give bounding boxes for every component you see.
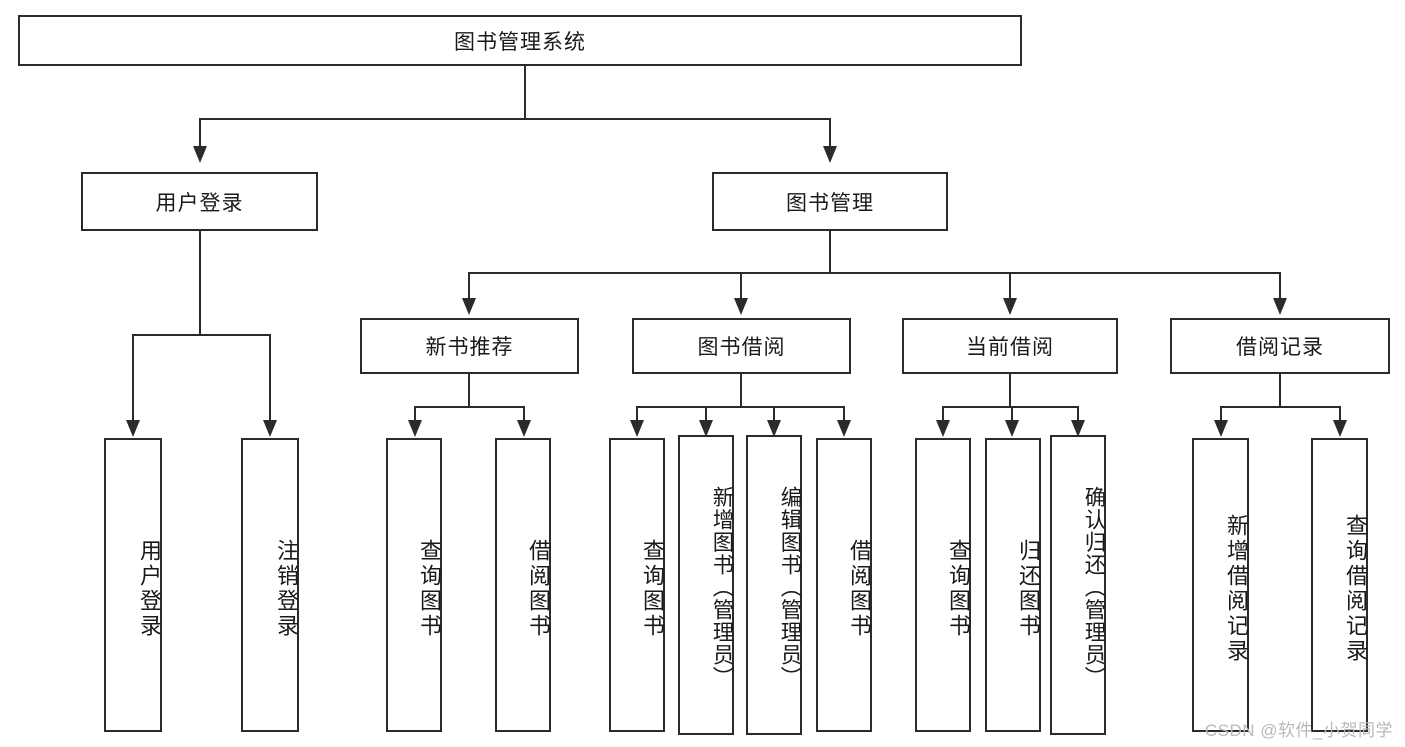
connector-book-borrow-to-leaf-3 (773, 406, 775, 421)
node-label: 编辑图书（管理员） (778, 485, 802, 689)
node-label: 图书管理 (786, 191, 874, 215)
arrow-new-book-to-leaf-2 (517, 420, 531, 437)
leaf-book-borrow-add[interactable]: 新增图书（管理员） (678, 435, 734, 735)
arrow-book-manage-to-record (1273, 298, 1287, 315)
arrow-book-borrow-to-leaf-2 (699, 420, 713, 437)
node-user-login[interactable]: 用户登录 (81, 172, 318, 231)
arrow-current-borrow-to-leaf-3 (1071, 420, 1085, 437)
node-current-borrow[interactable]: 当前借阅 (902, 318, 1118, 374)
arrow-root-to-user-login (193, 146, 207, 163)
connector-root-to-book-manage (829, 118, 831, 148)
node-label: 注销登录 (274, 539, 299, 639)
leaf-current-borrow-confirm[interactable]: 确认归还（管理员） (1050, 435, 1106, 735)
node-label: 查询借阅记录 (1343, 514, 1368, 664)
connector-current-borrow-to-leaf-2 (1011, 406, 1013, 421)
connector-new-book-to-leaf-1 (414, 406, 416, 421)
connector-borrow-record-to-leaf-1 (1220, 406, 1222, 421)
node-label: 归还图书 (1016, 539, 1041, 639)
arrow-borrow-record-to-leaf-2 (1333, 420, 1347, 437)
arrow-user-login-to-leaf-1 (126, 420, 140, 437)
connector-user-login-stem (199, 231, 201, 335)
leaf-new-book-borrow[interactable]: 借阅图书 (495, 438, 551, 732)
arrow-current-borrow-to-leaf-1 (936, 420, 950, 437)
leaf-new-book-query[interactable]: 查询图书 (386, 438, 442, 732)
arrow-borrow-record-to-leaf-1 (1214, 420, 1228, 437)
node-label: 借阅记录 (1236, 336, 1324, 359)
node-new-book-recommend[interactable]: 新书推荐 (360, 318, 579, 374)
arrow-root-to-book-manage (823, 146, 837, 163)
node-label: 新增图书（管理员） (710, 485, 734, 689)
connector-book-manage-to-current (1009, 272, 1011, 300)
node-label: 查询图书 (417, 539, 442, 639)
node-label: 用户登录 (137, 539, 162, 639)
node-label: 借阅图书 (526, 539, 551, 639)
node-label: 用户登录 (155, 191, 244, 215)
connector-user-login-bar (132, 334, 270, 336)
node-label: 确认归还（管理员） (1082, 485, 1106, 689)
connector-book-manage-to-new-book (468, 272, 470, 300)
arrow-current-borrow-to-leaf-2 (1005, 420, 1019, 437)
leaf-current-borrow-return[interactable]: 归还图书 (985, 438, 1041, 732)
node-borrow-record[interactable]: 借阅记录 (1170, 318, 1390, 374)
connector-book-manage-stem (829, 231, 831, 274)
arrow-book-borrow-to-leaf-4 (837, 420, 851, 437)
arrow-book-manage-to-new-book (462, 298, 476, 315)
connector-new-book-stem (468, 374, 470, 408)
leaf-borrow-record-add[interactable]: 新增借阅记录 (1192, 438, 1249, 732)
node-label: 新增借阅记录 (1224, 514, 1249, 664)
arrow-user-login-to-leaf-2 (263, 420, 277, 437)
connector-new-book-bar (414, 406, 524, 408)
connector-book-borrow-to-leaf-4 (843, 406, 845, 421)
node-label: 借阅图书 (847, 539, 872, 639)
connector-user-login-to-leaf-1 (132, 334, 134, 421)
connector-root-to-user-login (199, 118, 201, 148)
node-label: 图书管理系统 (454, 30, 586, 54)
arrow-book-manage-to-borrow (734, 298, 748, 315)
connector-borrow-record-to-leaf-2 (1339, 406, 1341, 421)
leaf-current-borrow-query[interactable]: 查询图书 (915, 438, 971, 732)
connector-book-manage-to-borrow (740, 272, 742, 300)
connector-book-manage-to-record (1279, 272, 1281, 300)
connector-root-bar (199, 118, 831, 120)
node-label: 当前借阅 (966, 336, 1054, 359)
connector-new-book-to-leaf-2 (523, 406, 525, 421)
leaf-borrow-record-query[interactable]: 查询借阅记录 (1311, 438, 1368, 732)
node-book-borrow[interactable]: 图书借阅 (632, 318, 851, 374)
node-book-management[interactable]: 图书管理 (712, 172, 948, 231)
connector-book-manage-bar (468, 272, 1280, 274)
leaf-user-login-login[interactable]: 用户登录 (104, 438, 162, 732)
connector-user-login-to-leaf-2 (269, 334, 271, 421)
connector-current-borrow-to-leaf-3 (1077, 406, 1079, 421)
arrow-new-book-to-leaf-1 (408, 420, 422, 437)
connector-root-stem (524, 66, 526, 119)
connector-book-borrow-stem (740, 374, 742, 408)
connector-book-borrow-to-leaf-1 (636, 406, 638, 421)
arrow-book-borrow-to-leaf-1 (630, 420, 644, 437)
connector-borrow-record-bar (1220, 406, 1340, 408)
leaf-book-borrow-borrow[interactable]: 借阅图书 (816, 438, 872, 732)
connector-book-borrow-bar (636, 406, 845, 408)
node-label: 新书推荐 (425, 336, 514, 359)
node-root-system[interactable]: 图书管理系统 (18, 15, 1022, 66)
connector-current-borrow-bar (942, 406, 1079, 408)
connector-borrow-record-stem (1279, 374, 1281, 408)
leaf-book-borrow-edit[interactable]: 编辑图书（管理员） (746, 435, 802, 735)
node-label: 查询图书 (946, 539, 971, 639)
arrow-book-manage-to-current (1003, 298, 1017, 315)
watermark: CSDN @软件_小贺同学 (1204, 721, 1393, 740)
connector-book-borrow-to-leaf-2 (705, 406, 707, 421)
connector-current-borrow-to-leaf-1 (942, 406, 944, 421)
arrow-book-borrow-to-leaf-3 (767, 420, 781, 437)
connector-current-borrow-stem (1009, 374, 1011, 408)
node-label: 查询图书 (640, 539, 665, 639)
leaf-user-login-logout[interactable]: 注销登录 (241, 438, 299, 732)
node-label: 图书借阅 (697, 336, 786, 359)
leaf-book-borrow-query[interactable]: 查询图书 (609, 438, 665, 732)
